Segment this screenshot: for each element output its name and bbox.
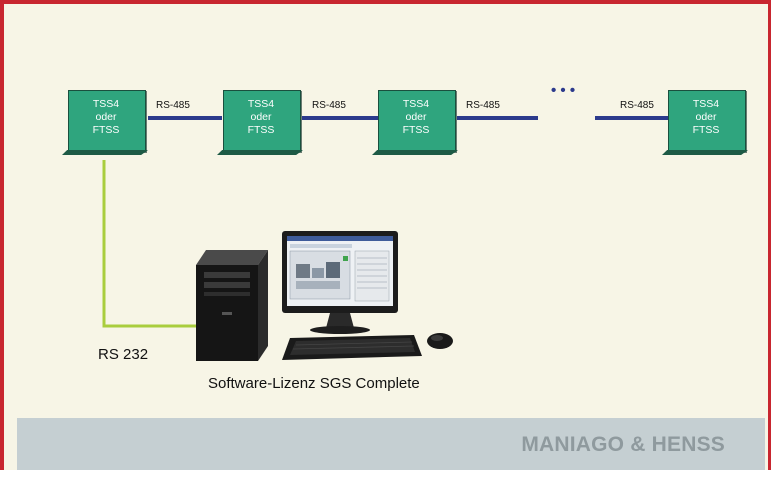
company-name: MANIAGO & HENSS bbox=[521, 433, 725, 456]
node-2: TSS4 oder FTSS bbox=[217, 90, 303, 155]
node-label-line1: TSS4 bbox=[92, 98, 120, 110]
monitor-icon bbox=[282, 231, 398, 334]
ellipsis: • • • bbox=[551, 82, 576, 99]
node-label: TSS4 oder FTSS bbox=[378, 98, 454, 137]
node-1: TSS4 oder FTSS bbox=[62, 90, 148, 155]
node-label-line3: FTSS bbox=[92, 124, 120, 136]
node-base bbox=[62, 150, 148, 155]
node-label-line2: oder bbox=[695, 111, 717, 123]
serial-line bbox=[102, 160, 205, 328]
rs232-label: RS 232 bbox=[98, 346, 149, 363]
node-4: TSS4 oder FTSS bbox=[662, 90, 748, 155]
node-box bbox=[378, 90, 456, 152]
node-label: TSS4 oder FTSS bbox=[68, 98, 144, 137]
node-base bbox=[662, 150, 748, 155]
node-label-line2: oder bbox=[405, 111, 427, 123]
node-box bbox=[668, 90, 746, 152]
link-label-3: RS-485 bbox=[466, 100, 500, 111]
pc-tower-icon bbox=[196, 250, 268, 361]
link-label-4: RS-485 bbox=[620, 100, 654, 111]
node-label: TSS4 oder FTSS bbox=[223, 98, 299, 137]
keyboard-icon bbox=[282, 335, 422, 360]
link-label-1: RS-485 bbox=[156, 100, 190, 111]
link-label-2: RS-485 bbox=[312, 100, 346, 111]
footer-band: MANIAGO & HENSS bbox=[17, 418, 765, 470]
node-label-line3: FTSS bbox=[692, 124, 720, 136]
node-label-line2: oder bbox=[250, 111, 272, 123]
mouse-icon bbox=[427, 333, 453, 349]
node-base bbox=[372, 150, 458, 155]
node-label-line3: FTSS bbox=[247, 124, 275, 136]
node-label-line1: TSS4 bbox=[692, 98, 720, 110]
node-box bbox=[68, 90, 146, 152]
node-3: TSS4 oder FTSS bbox=[372, 90, 458, 155]
node-label-line1: TSS4 bbox=[247, 98, 275, 110]
software-caption: Software-Lizenz SGS Complete bbox=[208, 375, 420, 392]
node-label-line3: FTSS bbox=[402, 124, 430, 136]
node-base bbox=[217, 150, 303, 155]
bottom-margin bbox=[0, 470, 771, 477]
node-label-line1: TSS4 bbox=[402, 98, 430, 110]
node-label: TSS4 oder FTSS bbox=[668, 98, 744, 137]
node-box bbox=[223, 90, 301, 152]
node-label-line2: oder bbox=[95, 111, 117, 123]
